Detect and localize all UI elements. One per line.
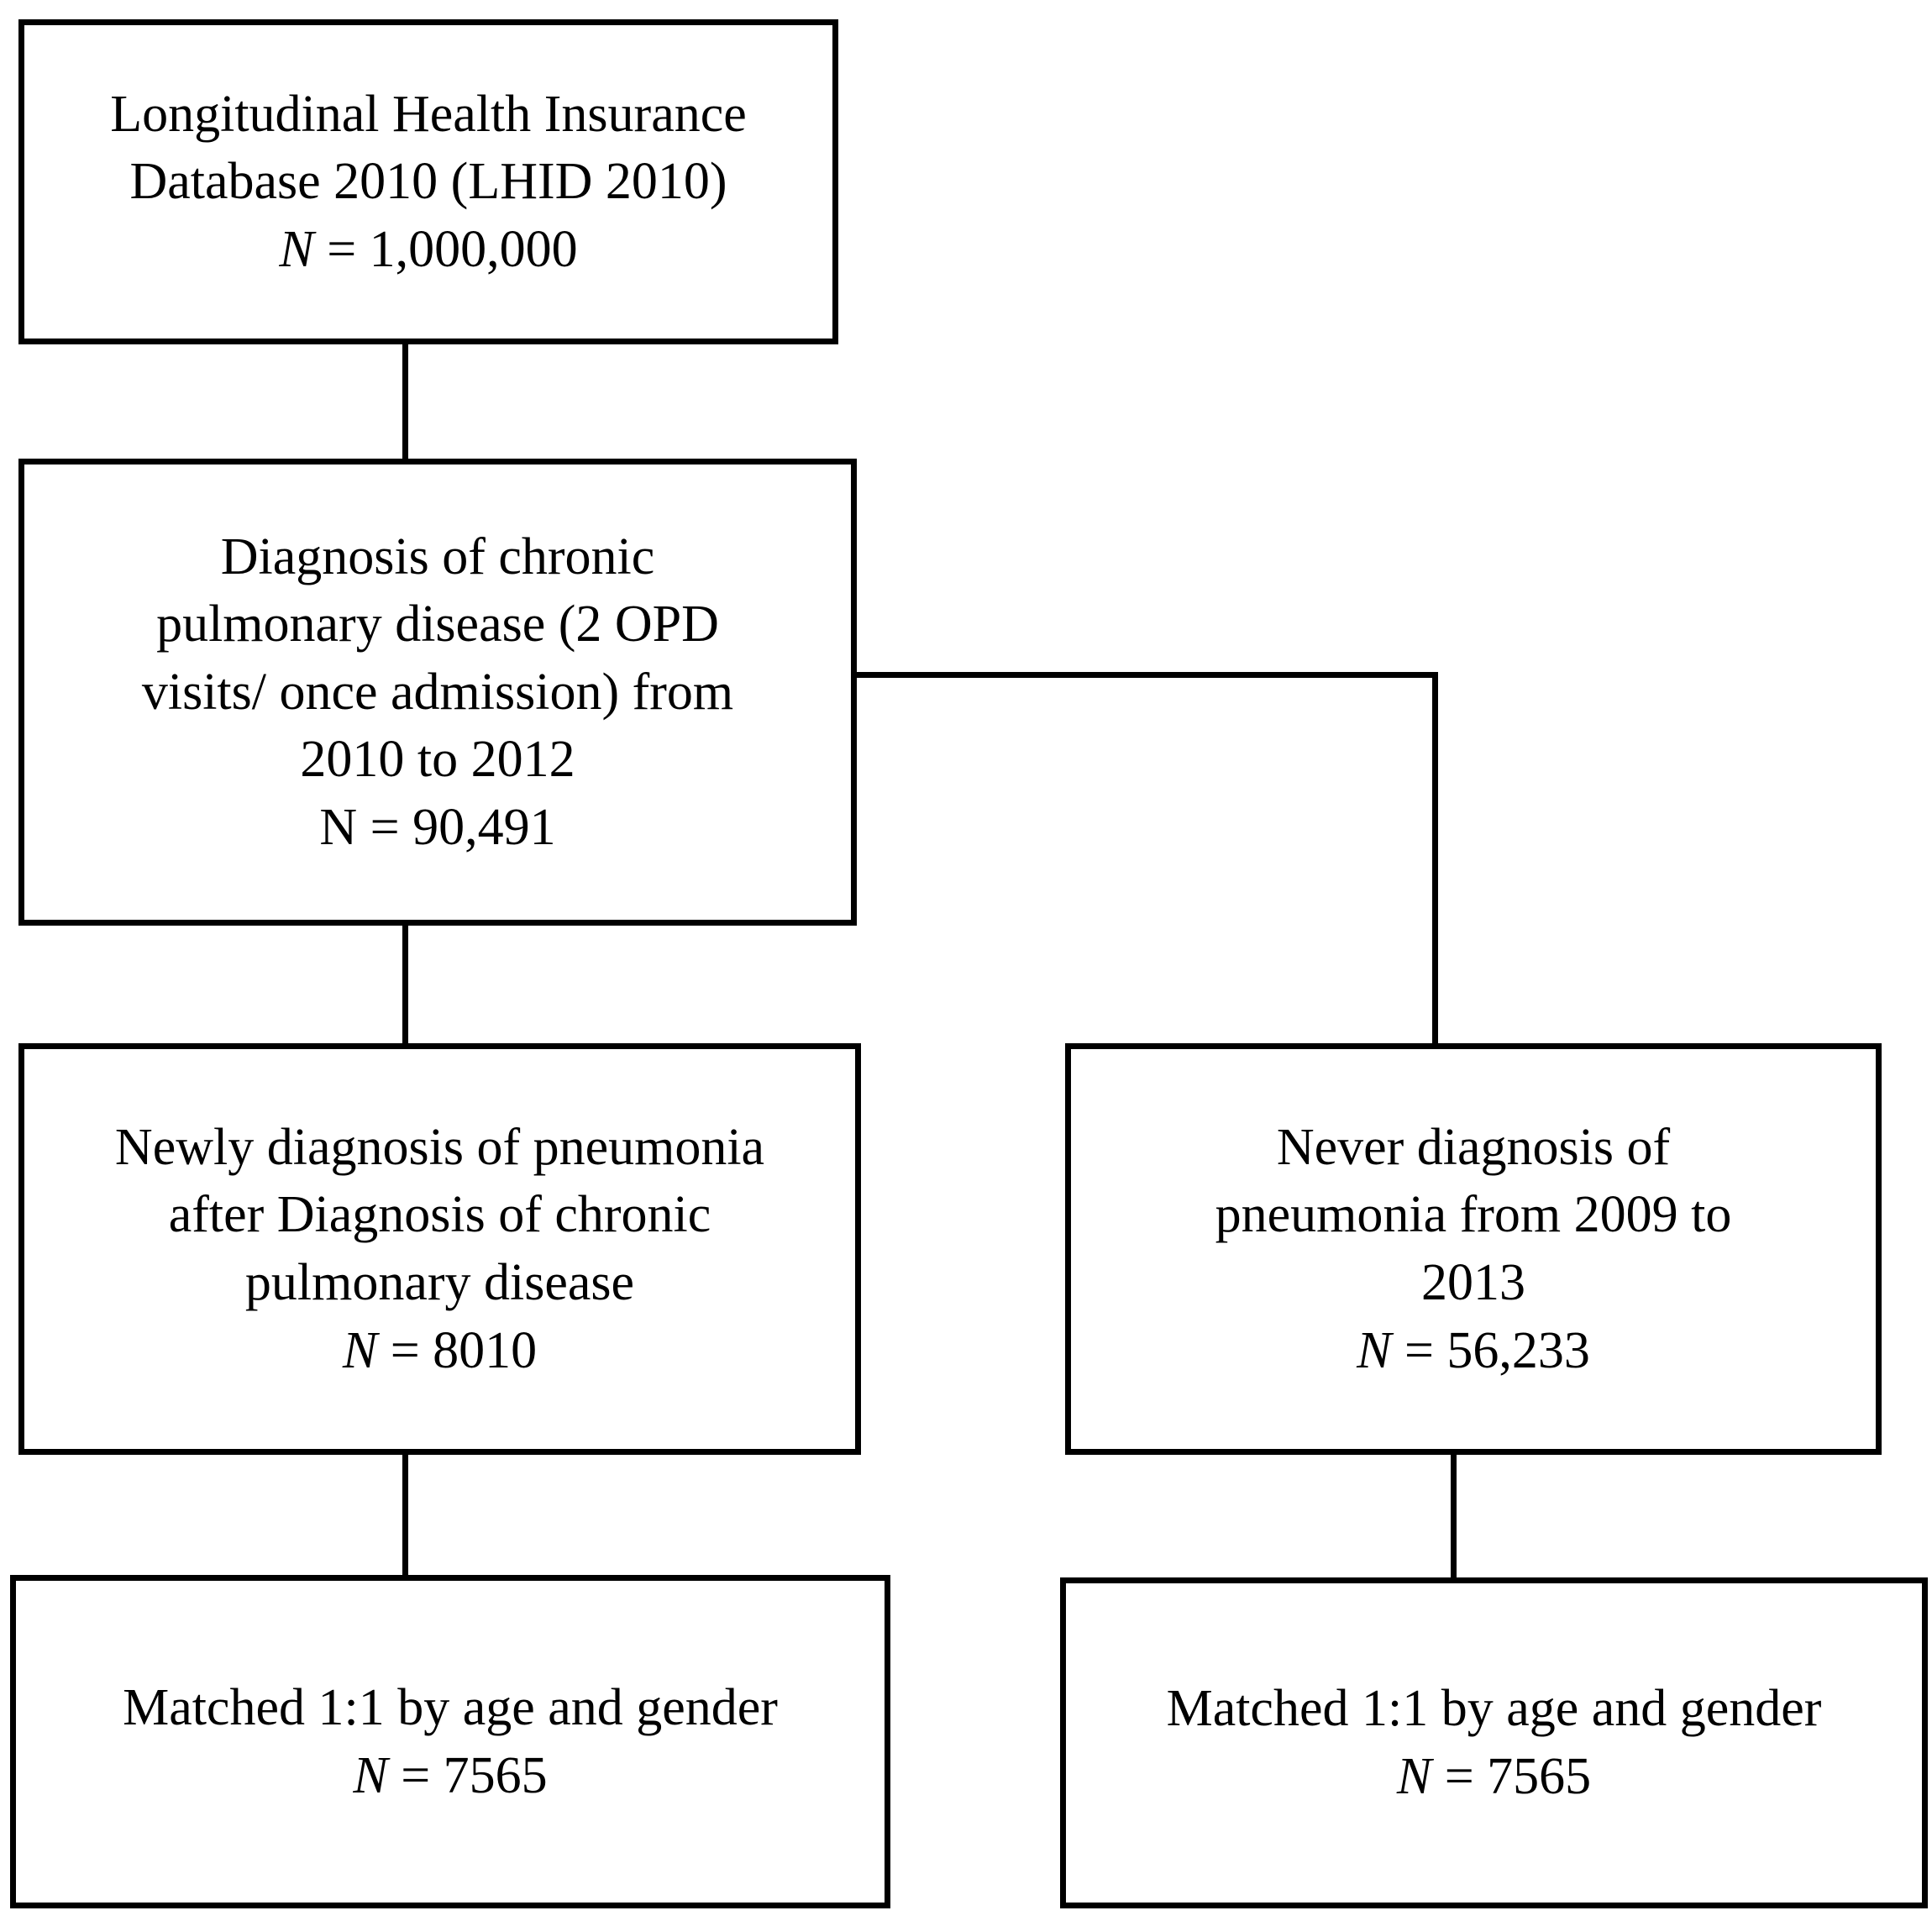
node-matched-control-body: Matched 1:1 by age and gender N = 7565 <box>1066 1675 1922 1810</box>
node-source-cohort-body: Longitudinal Health Insurance Database 2… <box>24 81 832 284</box>
node-matched-case-count-symbol: N <box>353 1746 388 1804</box>
node-source-cohort-line-2: Database 2010 (LHID 2010) <box>129 153 727 211</box>
node-chronic-pulmonary-disease-line-1: Diagnosis of chronic <box>220 527 655 585</box>
node-matched-control-count-value: = 7565 <box>1444 1748 1592 1805</box>
node-never-diagnosed-pneumonia-line-3: 2013 <box>1421 1254 1525 1311</box>
node-chronic-pulmonary-disease-count-value: = 90,491 <box>370 798 556 856</box>
connector-source-to-chronic <box>402 339 408 465</box>
node-matched-control-count-symbol: N <box>1396 1748 1432 1805</box>
node-chronic-pulmonary-disease[interactable]: Diagnosis of chronic pulmonary disease (… <box>18 459 857 926</box>
node-source-cohort[interactable]: Longitudinal Health Insurance Database 2… <box>18 19 838 344</box>
node-matched-control[interactable]: Matched 1:1 by age and gender N = 7565 <box>1060 1577 1928 1908</box>
node-matched-case-line-1: Matched 1:1 by age and gender <box>123 1678 778 1736</box>
node-newly-diagnosed-pneumonia[interactable]: Newly diagnosis of pneumonia after Diagn… <box>18 1043 861 1455</box>
node-matched-case-body: Matched 1:1 by age and gender N = 7565 <box>16 1674 885 1809</box>
node-source-cohort-count-value: = 1,000,000 <box>327 220 578 278</box>
node-never-diagnosed-pneumonia-line-2: pneumonia from 2009 to <box>1215 1186 1732 1244</box>
node-chronic-pulmonary-disease-body: Diagnosis of chronic pulmonary disease (… <box>24 523 851 862</box>
node-never-diagnosed-pneumonia-line-1: Never diagnosis of <box>1276 1118 1671 1176</box>
node-never-diagnosed-pneumonia-count-value: = 56,233 <box>1404 1321 1590 1379</box>
node-never-diagnosed-pneumonia-count: N = 56,233 <box>1093 1317 1854 1385</box>
node-chronic-pulmonary-disease-line-4: 2010 to 2012 <box>300 731 575 789</box>
node-newly-diagnosed-pneumonia-line-1: Newly diagnosis of pneumonia <box>114 1118 765 1176</box>
node-newly-diagnosed-pneumonia-line-3: pulmonary disease <box>244 1254 635 1311</box>
node-newly-diagnosed-pneumonia-body: Newly diagnosis of pneumonia after Diagn… <box>24 1114 855 1384</box>
node-source-cohort-line-1: Longitudinal Health Insurance <box>110 85 747 143</box>
node-chronic-pulmonary-disease-count-symbol: N <box>319 798 358 856</box>
node-newly-diagnosed-pneumonia-count-value: = 8010 <box>390 1321 538 1379</box>
node-matched-control-line-1: Matched 1:1 by age and gender <box>1166 1680 1822 1738</box>
node-source-cohort-count: N = 1,000,000 <box>46 216 811 284</box>
node-source-cohort-count-symbol: N <box>279 220 314 278</box>
node-newly-diagnosed-pneumonia-count-symbol: N <box>342 1321 378 1379</box>
node-chronic-pulmonary-disease-line-2: pulmonary disease (2 OPD <box>156 596 719 653</box>
connector-never-to-matched-control <box>1451 1450 1457 1582</box>
connector-chronic-branch-vertical <box>1432 672 1438 1048</box>
node-matched-case-count: N = 7565 <box>38 1742 863 1810</box>
node-never-diagnosed-pneumonia-body: Never diagnosis of pneumonia from 2009 t… <box>1071 1114 1876 1384</box>
node-matched-control-count: N = 7565 <box>1088 1743 1900 1811</box>
node-never-diagnosed-pneumonia-count-symbol: N <box>1357 1321 1392 1379</box>
node-chronic-pulmonary-disease-line-3: visits/ once admission) from <box>141 663 734 721</box>
node-matched-case-count-value: = 7565 <box>401 1746 548 1804</box>
connector-chronic-branch-horizontal <box>851 672 1438 678</box>
node-chronic-pulmonary-disease-count: N = 90,491 <box>46 794 829 862</box>
node-matched-case[interactable]: Matched 1:1 by age and gender N = 7565 <box>10 1575 890 1908</box>
node-never-diagnosed-pneumonia[interactable]: Never diagnosis of pneumonia from 2009 t… <box>1065 1043 1882 1455</box>
connector-newly-to-matched-case <box>402 1450 408 1580</box>
node-newly-diagnosed-pneumonia-count: N = 8010 <box>46 1317 833 1385</box>
connector-chronic-to-newly <box>402 921 408 1048</box>
node-newly-diagnosed-pneumonia-line-2: after Diagnosis of chronic <box>168 1186 711 1244</box>
